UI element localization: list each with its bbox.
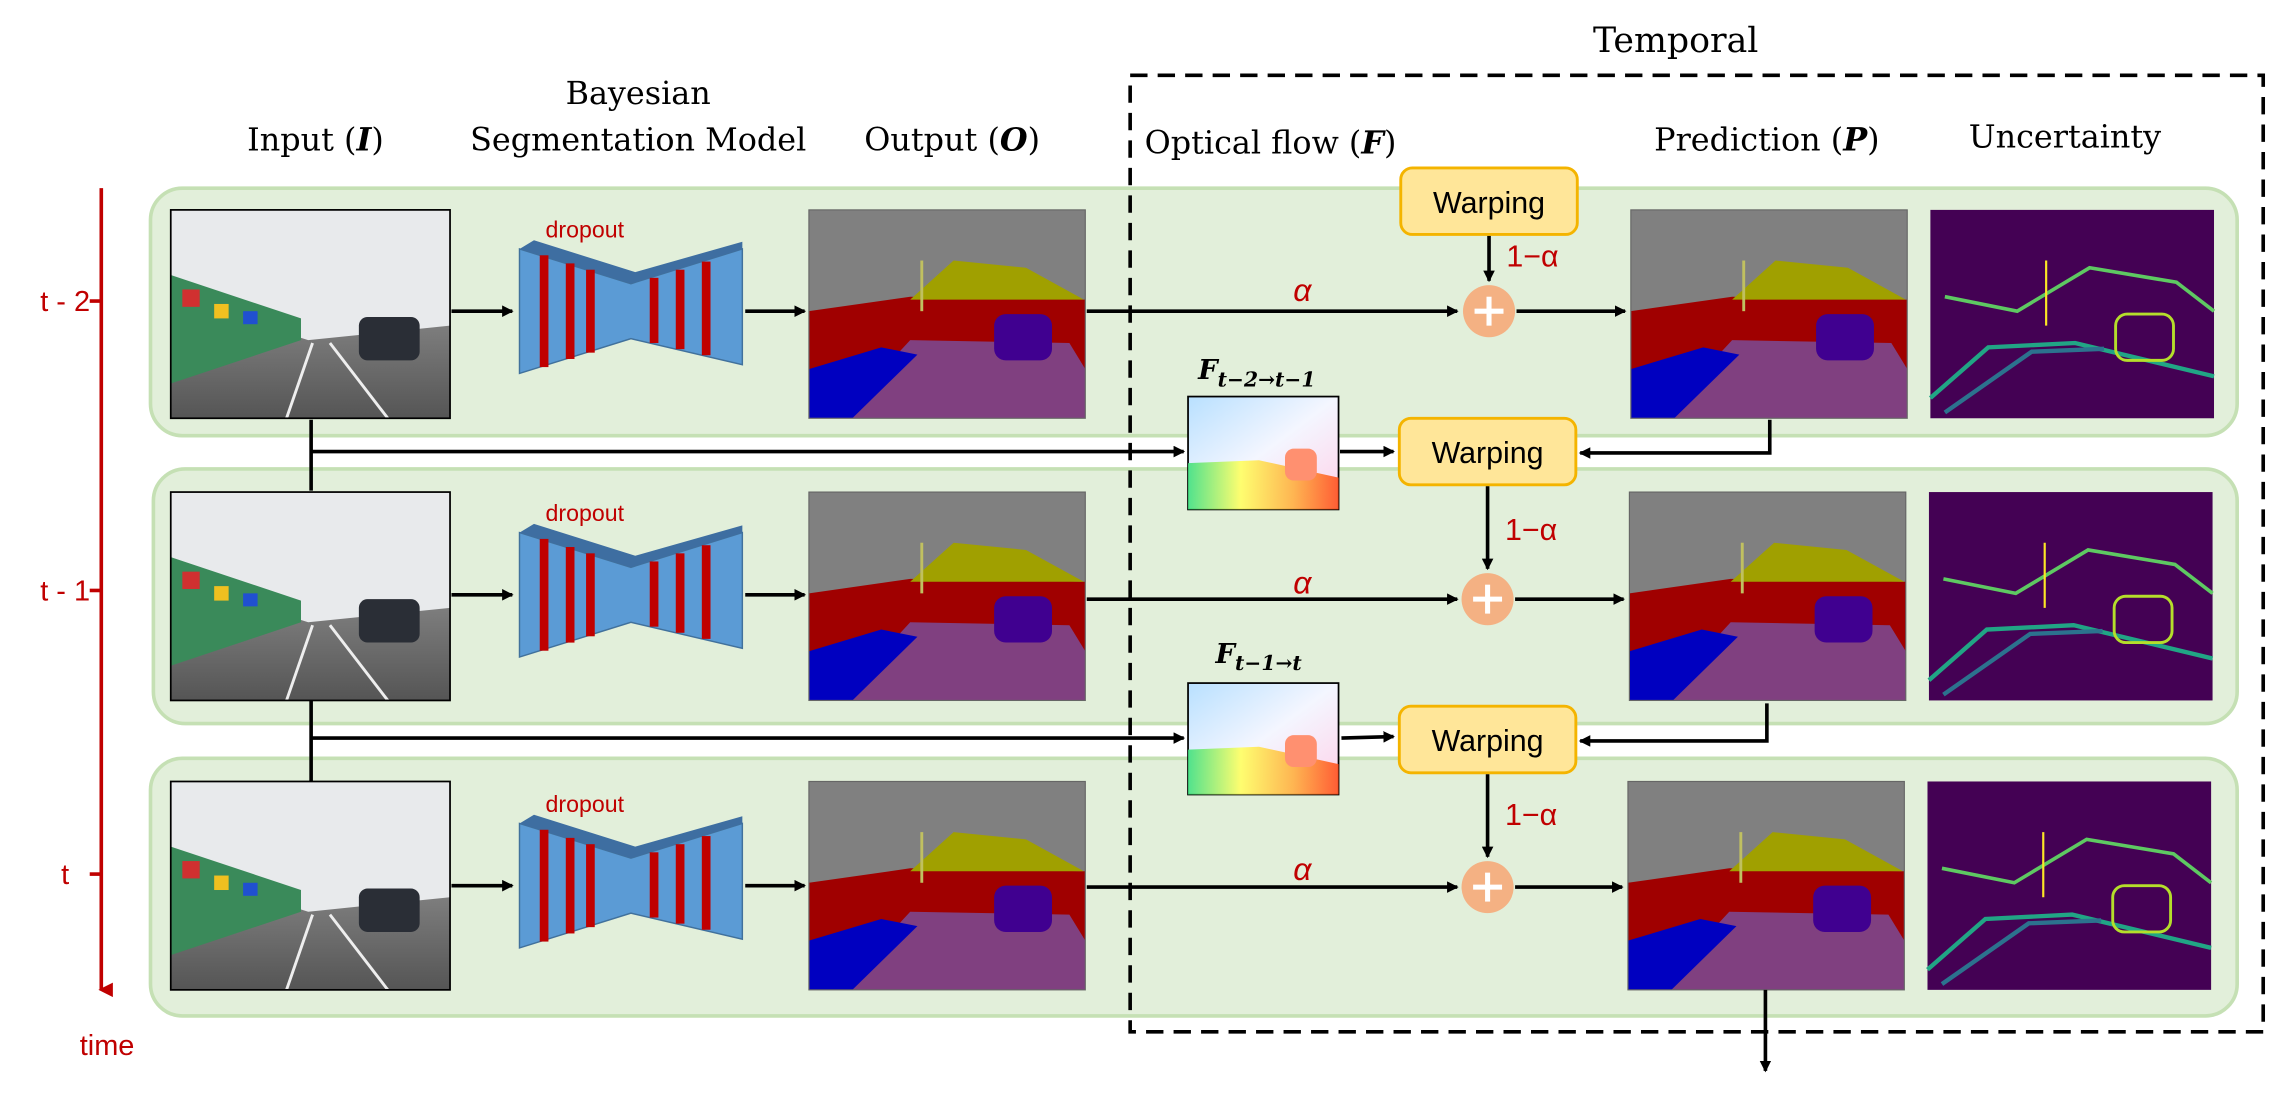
uncertainty-header: Uncertainty — [1969, 118, 2161, 156]
output-header: Output (O) — [864, 121, 1040, 159]
fusion-plus-icon — [1462, 285, 1516, 338]
dropout-label: dropout — [546, 216, 625, 242]
model-header-line1: Bayesian — [566, 74, 711, 112]
alpha-label: α — [1293, 851, 1312, 887]
arrow-flow-to-warp-2 — [1341, 731, 1395, 743]
feedback-pred-to-warp-2 — [1578, 703, 1769, 747]
uncertainty-map — [1928, 209, 2216, 419]
prediction-segmentation — [1630, 209, 1908, 419]
flow-header: Optical flow (F) — [1145, 123, 1397, 161]
input-image — [169, 780, 451, 991]
bayesian-model-block — [518, 814, 744, 949]
temporal-label: Temporal — [1593, 21, 1758, 61]
dropout-label: dropout — [546, 500, 625, 526]
prediction-segmentation — [1628, 491, 1907, 702]
uncertainty-map — [1926, 781, 2213, 990]
alpha-label: α — [1293, 564, 1312, 600]
row-0: t - 2 dropout α Warping 1−α — [40, 166, 2216, 420]
flow-label-1: Ft−2→t−1 — [1197, 354, 1315, 391]
row-1: t - 1 dropout α Warping 1−α — [40, 416, 2214, 702]
input-header: Input (I) — [247, 121, 384, 159]
flow-image-1 — [1187, 395, 1340, 511]
time-label: t - 1 — [40, 576, 90, 608]
model-header-line2: Segmentation Model — [470, 121, 806, 159]
output-segmentation — [808, 491, 1086, 702]
feedback-pred-to-warp-1 — [1578, 419, 1772, 459]
one-minus-alpha-label: 1−α — [1506, 239, 1558, 273]
dropout-label: dropout — [546, 791, 625, 817]
bayesian-model-block — [518, 240, 744, 375]
output-segmentation — [808, 780, 1086, 991]
time-axis-label: time — [80, 1030, 135, 1062]
row-2: t dropout α Warping 1−α — [61, 704, 2213, 991]
input-image — [169, 209, 451, 420]
temporal-box — [1128, 73, 2266, 1034]
flow-label-2: Ft−1→t — [1215, 638, 1303, 675]
fusion-plus-icon — [1461, 573, 1514, 626]
time-label: t - 2 — [40, 286, 90, 318]
warping-label: Warping — [1433, 186, 1545, 220]
one-minus-alpha-label: 1−α — [1505, 513, 1557, 547]
warping-block: Warping — [1397, 704, 1578, 775]
fusion-plus-icon — [1461, 861, 1514, 914]
alpha-label: α — [1293, 272, 1312, 308]
flow-image-2 — [1187, 682, 1340, 796]
warping-label: Warping — [1432, 436, 1544, 470]
uncertainty-map — [1927, 492, 2214, 701]
warping-block: Warping — [1397, 416, 1578, 487]
prediction-segmentation — [1627, 780, 1905, 991]
warping-label: Warping — [1432, 724, 1544, 758]
bayesian-model-block — [518, 523, 744, 659]
input-image — [169, 491, 451, 702]
time-label: t — [61, 859, 69, 891]
prediction-header: Prediction (P) — [1654, 121, 1879, 159]
output-segmentation — [808, 209, 1086, 419]
warping-block: Warping — [1399, 166, 1579, 236]
one-minus-alpha-label: 1−α — [1505, 798, 1557, 832]
